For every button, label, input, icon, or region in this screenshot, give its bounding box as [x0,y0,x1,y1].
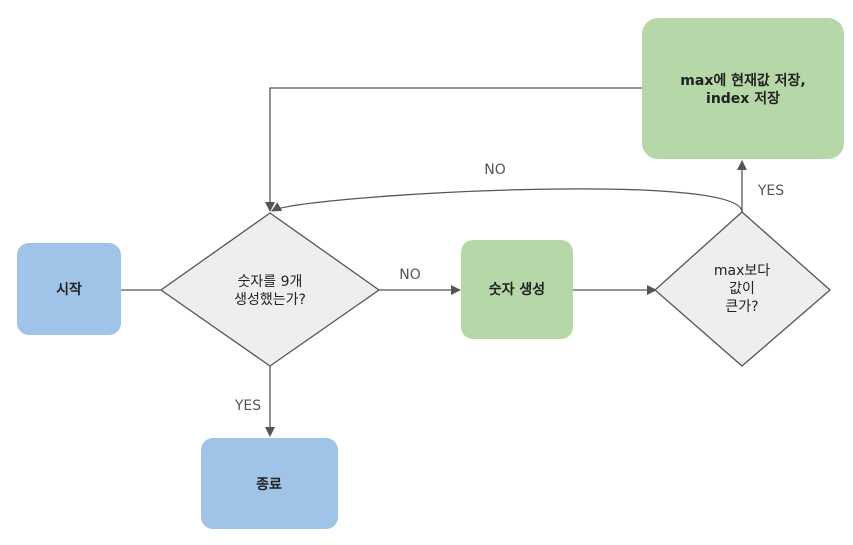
check-count-line2: 생성했는가? [234,292,306,308]
edge-label-count-yes: YES [234,398,261,414]
save-max-line1: max에 현재값 저장, [680,72,805,89]
compare-max-decision: max보다 값이 큰가? [654,211,831,367]
edge-save-to-check [265,87,642,212]
compare-line1: max보다 [714,263,770,279]
save-max-line2: index 저장 [706,90,780,107]
start-node: 시작 [17,243,121,335]
compare-line3: 큰가? [725,299,758,315]
save-max-node: max에 현재값 저장, index 저장 [642,18,844,159]
edge-label-compare-no: NO [484,162,506,178]
start-label: 시작 [56,281,82,298]
check-count-decision: 숫자를 9개 생성했는가? [159,212,381,367]
end-node: 종료 [201,438,338,529]
edge-label-count-no: NO [399,267,421,283]
edge-label-compare-yes: YES [757,183,784,199]
end-label: 종료 [256,477,282,493]
edge-compare-no-to-check [271,188,743,213]
check-count-line1: 숫자를 9개 [238,274,303,290]
generate-number-node: 숫자 생성 [461,240,573,339]
compare-line2: 값이 [729,281,755,297]
generate-number-label: 숫자 생성 [489,282,545,298]
